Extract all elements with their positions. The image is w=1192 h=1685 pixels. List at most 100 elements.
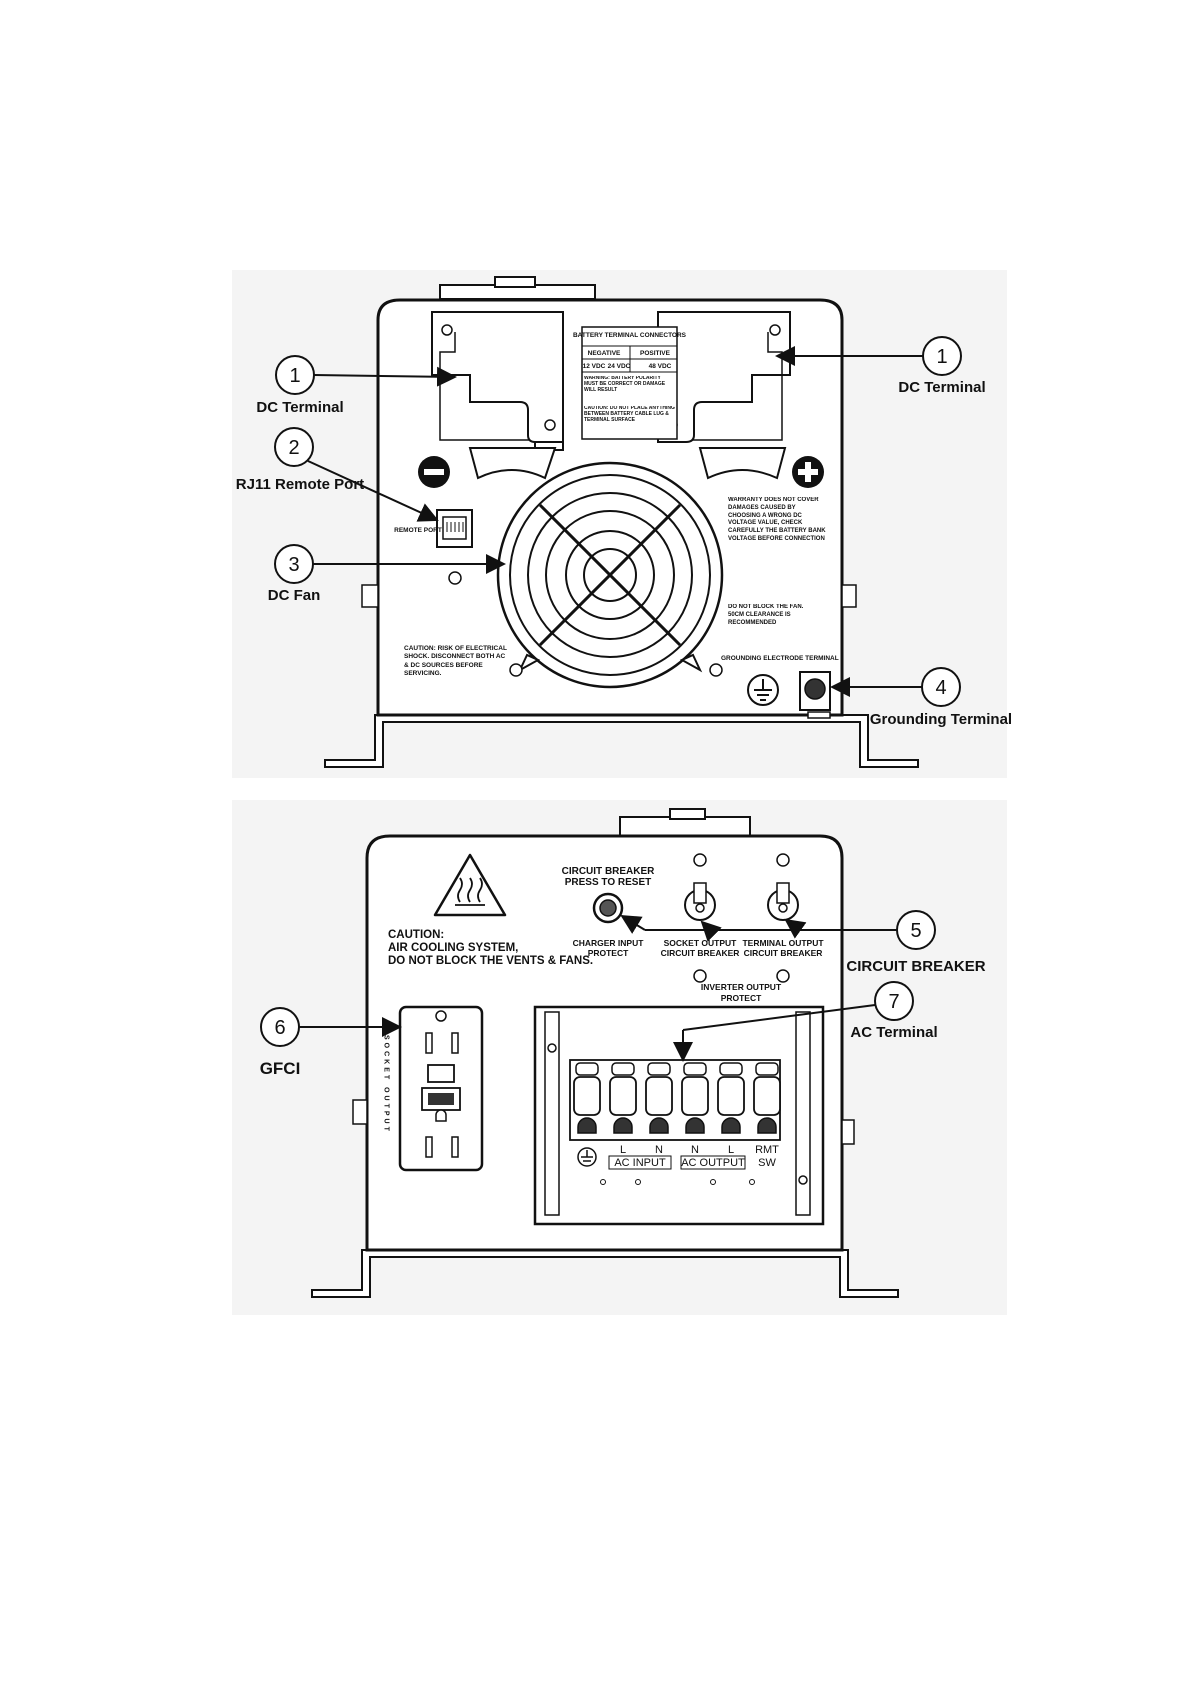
socket-output-vertical-label: SOCKET OUTPUT [383, 1035, 390, 1134]
screw-icon [776, 853, 790, 867]
callout-1-left-label: DC Terminal [256, 399, 343, 416]
grounding-electrode-label: GROUNDING ELECTRODE TERMINAL [721, 655, 839, 662]
v48-label: 48 VDC [649, 363, 672, 370]
socket-output-line1: SOCKET OUTPUT [664, 938, 738, 948]
callout-3-number: 3 [288, 554, 299, 576]
screw-icon [769, 324, 781, 336]
terminal-output-line2: CIRCUIT BREAKER [744, 948, 823, 958]
inverter-output-line1: INVERTER OUTPUT [701, 982, 782, 992]
callout-3: 3 DC Fan [268, 544, 506, 604]
inverter-output-line2: PROTECT [721, 993, 762, 1003]
warranty-note: WARRANTY DOES NOT COVER DAMAGES CAUSED B… [728, 497, 826, 542]
screw-icon [693, 969, 707, 983]
terminal-post-ground [573, 1062, 601, 1134]
terminal-post-input-l [609, 1062, 637, 1134]
left-side-knob [361, 584, 379, 608]
screw-icon [776, 969, 790, 983]
negative-cover-inner-line [439, 332, 530, 441]
socket-output-breaker-toggle[interactable] [684, 882, 716, 921]
bottom-mounting-bracket [311, 1249, 899, 1298]
callout-1-right-label: DC Terminal [898, 379, 985, 396]
v24-label: 24 VDC [608, 363, 631, 370]
battery-caution-text: CAUTION: DO NOT PLACE ANYTHING BETWEEN B… [584, 406, 675, 423]
callout-6-label: GFCI [260, 1059, 301, 1078]
screw-icon [709, 663, 723, 677]
top-mounting-bracket [324, 714, 919, 768]
screw-icon [693, 853, 707, 867]
negative-heading: NEGATIVE [588, 350, 621, 357]
terminal-hole [710, 1179, 716, 1185]
breaker-title-line1: CIRCUIT BREAKER [562, 866, 656, 877]
callout-4-number: 4 [935, 677, 946, 699]
charger-input-line2: PROTECT [588, 948, 629, 958]
positive-polarity-icon [792, 456, 824, 488]
air-cooling-caution-line2: DO NOT BLOCK THE VENTS & FANS. [388, 955, 593, 967]
terminal-label-rmt: RMT [755, 1144, 779, 1156]
callout-7: 7 AC Terminal [673, 981, 938, 1062]
terminal-hole [749, 1179, 755, 1185]
terminal-label-output-n: N [691, 1144, 699, 1156]
ground-symbol-icon [747, 674, 779, 706]
callout-5: 5 CIRCUIT BREAKER [620, 910, 986, 975]
terminal-label-input-l: L [620, 1144, 626, 1156]
socket-output-line2: CIRCUIT BREAKER [661, 948, 740, 958]
top-panel-figure: BATTERY TERMINAL CONNECTORS NEGATIVE POS… [232, 270, 1012, 778]
battery-terminal-label: BATTERY TERMINAL CONNECTORS NEGATIVE POS… [573, 326, 687, 440]
negative-cable-boot [468, 447, 557, 480]
ac-output-box [680, 1155, 746, 1170]
positive-heading: POSITIVE [640, 350, 671, 357]
ac-terminal-posts [573, 1062, 781, 1134]
callout-2: 2 RJ11 Remote Port [236, 427, 439, 522]
battery-label-title: BATTERY TERMINAL CONNECTORS [573, 332, 687, 339]
terminal-post-rmt-sw [753, 1062, 781, 1134]
screw-icon [509, 663, 523, 677]
rj11-remote-port [436, 509, 473, 548]
terminal-label-input-n: N [655, 1144, 663, 1156]
callout-5-number: 5 [910, 920, 921, 942]
charger-input-breaker-button[interactable] [592, 892, 624, 924]
shock-caution-note: CAUTION: RISK OF ELECTRICAL SHOCK. DISCO… [404, 645, 507, 678]
fan-clearance-note: DO NOT BLOCK THE FAN. 50CM CLEARANCE IS … [728, 604, 804, 626]
bottom-right-knob [841, 1119, 855, 1145]
callout-2-label: RJ11 Remote Port [236, 476, 364, 493]
bottom-left-knob [352, 1099, 368, 1125]
ac-input-box [608, 1155, 672, 1170]
ground-terminal-icon [577, 1147, 597, 1167]
terminal-hole [635, 1179, 641, 1185]
callout-1-right: 1 DC Terminal [775, 336, 986, 396]
callout-1-right-number: 1 [936, 346, 947, 368]
terminal-post-output-l [717, 1062, 745, 1134]
ac-input-label: AC INPUT [614, 1157, 666, 1169]
screw-icon [544, 419, 556, 431]
callout-4: 4 Grounding Terminal [830, 667, 1012, 728]
callout-4-label: Grounding Terminal [870, 711, 1012, 728]
callout-1-left-number: 1 [289, 365, 300, 387]
breaker-title-line2: PRESS TO RESET [565, 877, 652, 888]
terminal-output-line1: TERMINAL OUTPUT [742, 938, 824, 948]
v12-label: 12 VDC [583, 363, 606, 370]
gfci-socket[interactable] [398, 1005, 484, 1172]
callout-6-number: 6 [274, 1017, 285, 1039]
power-switch-rocker [494, 276, 536, 288]
screw-icon [448, 571, 462, 585]
callout-5-label: CIRCUIT BREAKER [846, 958, 985, 975]
remote-port-label: REMOTE PORT [394, 527, 442, 534]
terminal-label-sw: SW [758, 1157, 776, 1169]
callout-2-number: 2 [288, 437, 299, 459]
screw-icon [441, 324, 453, 336]
callout-6: 6 GFCI [260, 1007, 402, 1078]
callout-7-label: AC Terminal [850, 1024, 937, 1041]
right-side-knob [841, 584, 857, 608]
callout-3-label: DC Fan [268, 587, 321, 604]
terminal-hole [600, 1179, 606, 1185]
positive-cable-boot [698, 447, 787, 480]
battery-warning-text: WARNING: BATTERY POLARITY MUST BE CORREC… [584, 376, 666, 393]
terminal-output-breaker-toggle[interactable] [767, 882, 799, 921]
callout-7-number: 7 [888, 991, 899, 1013]
callout-1-left: 1 DC Terminal [256, 355, 457, 416]
air-cooling-caution-title: CAUTION: [388, 929, 444, 941]
grounding-terminal [799, 671, 831, 719]
positive-dc-terminal-cover [657, 311, 791, 443]
terminal-post-input-n [645, 1062, 673, 1134]
negative-dc-terminal-cover [431, 311, 564, 443]
